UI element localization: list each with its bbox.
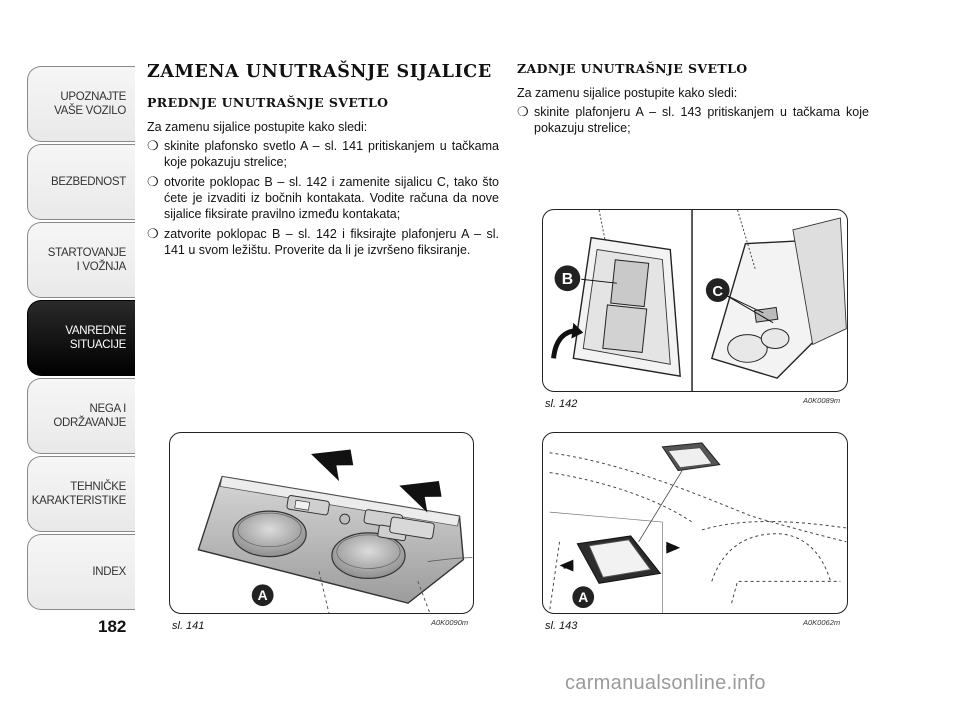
list-item: ❍skinite plafonjeru A – sl. 143 pritiska… — [517, 104, 869, 135]
page-title: ZAMENA UNUTRAŠNJE SIJALICE — [147, 62, 492, 82]
list-item: ❍zatvorite poklopac B – sl. 142 i fiksir… — [147, 226, 499, 257]
intro-text: Za zamenu sijalice postupite kako sledi: — [147, 120, 368, 134]
code-143: A0K0062m — [803, 618, 841, 627]
tab-vanredne-situacije[interactable]: VANREDNE SITUACIJE — [27, 300, 135, 376]
page-number: 182 — [98, 617, 127, 636]
label-c: C — [712, 284, 723, 300]
tab-startovanje[interactable]: STARTOVANJE I VOŽNJA — [27, 222, 135, 298]
bullet-icon: ❍ — [517, 104, 529, 119]
list-item: ❍skinite plafonsko svetlo A – sl. 141 pr… — [147, 138, 499, 169]
caption-141: sl. 141 — [172, 620, 205, 632]
tab-nega[interactable]: NEGA I ODRŽAVANJE — [27, 378, 135, 454]
figure-142: B C — [542, 209, 848, 392]
bullet-icon: ❍ — [147, 138, 159, 153]
bullet-icon: ❍ — [147, 174, 159, 189]
caption-142: sl. 142 — [545, 398, 578, 410]
tab-tehnicke[interactable]: TEHNIČKE KARAKTERISTIKE — [27, 456, 135, 532]
rear-steps-list: ❍skinite plafonjeru A – sl. 143 pritiska… — [517, 104, 869, 136]
section-title-rear: ZADNJE UNUTRAŠNJE SVETLO — [517, 61, 748, 76]
tab-index[interactable]: INDEX — [27, 534, 135, 610]
list-item: ❍otvorite poklopac B – sl. 142 i zamenit… — [147, 174, 499, 221]
code-141: A0K0090m — [431, 618, 469, 627]
tab-bezbednost[interactable]: BEZBEDNOST — [27, 144, 135, 220]
front-light-illustration: A — [197, 449, 473, 613]
intro-text: Za zamenu sijalice postupite kako sledi: — [517, 86, 738, 100]
figure-143: A — [542, 432, 848, 614]
section-title-front: PREDNJE UNUTRAŠNJE SVETLO — [147, 95, 389, 110]
label-a: A — [578, 589, 588, 605]
front-steps-list: ❍skinite plafonsko svetlo A – sl. 141 pr… — [147, 138, 499, 258]
cover-bulb-illustration: B C — [551, 210, 847, 391]
bullet-icon: ❍ — [147, 226, 159, 241]
watermark: carmanualsonline.info — [565, 672, 766, 694]
left-column: ZAMENA UNUTRAŠNJE SIJALICE PREDNJE UNUTR… — [147, 60, 499, 262]
caption-143: sl. 143 — [545, 620, 578, 632]
code-142: A0K0089m — [803, 396, 841, 405]
tab-upoznajte[interactable]: UPOZNAJTE VAŠE VOZILO — [27, 66, 135, 142]
right-column: ZADNJE UNUTRAŠNJE SVETLO Za zamenu sijal… — [517, 60, 869, 140]
label-b: B — [562, 271, 573, 288]
rear-light-illustration: A — [549, 442, 847, 613]
label-a: A — [258, 587, 268, 603]
figure-141: A — [169, 432, 474, 614]
